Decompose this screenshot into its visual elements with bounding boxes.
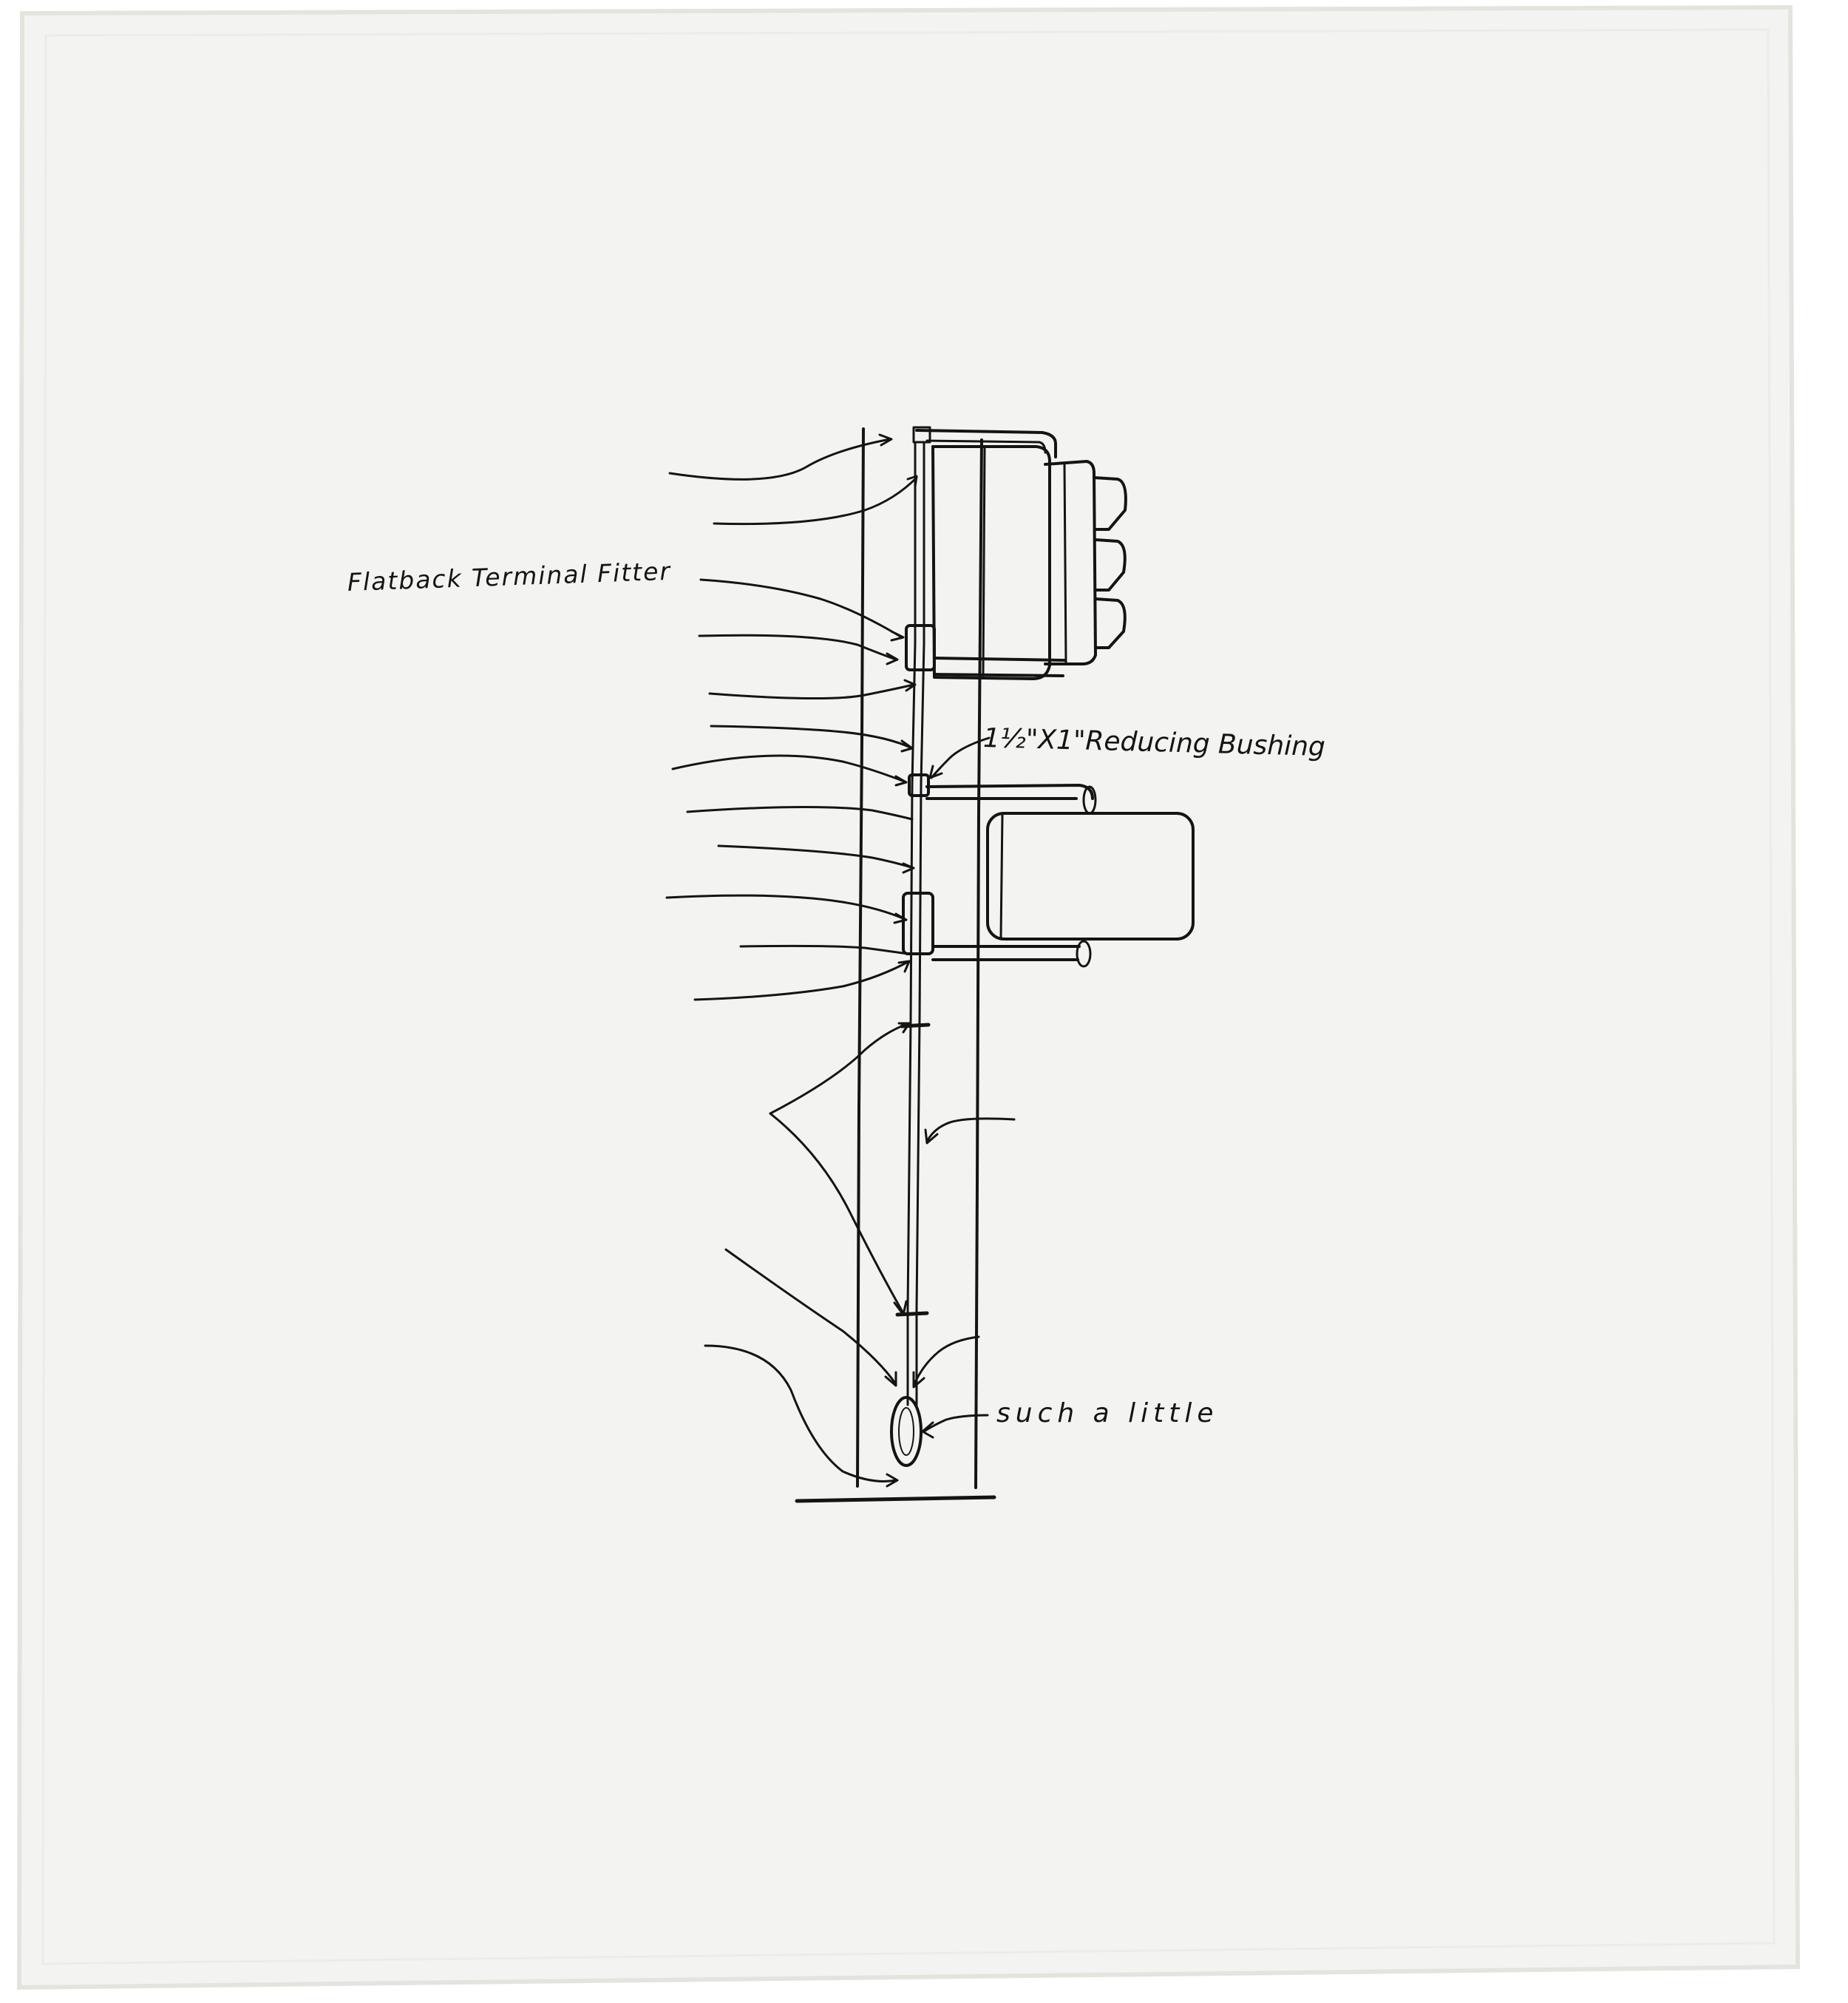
arrow-12 bbox=[769, 1022, 911, 1115]
pedestrian-signal-box bbox=[986, 812, 1195, 941]
visor-top bbox=[1093, 476, 1127, 531]
ped-box-side bbox=[999, 813, 1004, 939]
arrow-5 bbox=[710, 725, 914, 753]
ground-line bbox=[795, 1495, 996, 1503]
pole-left-edge bbox=[856, 427, 865, 1488]
lower-terminal-fitter bbox=[902, 892, 934, 955]
arrow-16 bbox=[912, 1335, 980, 1389]
arrow-3 bbox=[698, 634, 899, 665]
arrow-8 bbox=[717, 844, 915, 874]
arrow-11 bbox=[693, 960, 911, 1001]
conduit-top-cap bbox=[912, 426, 931, 444]
arrow-17 bbox=[704, 1344, 899, 1488]
arrow-4 bbox=[708, 679, 917, 700]
pole-right-edge bbox=[974, 438, 983, 1489]
ped-bracket-bottom bbox=[931, 945, 1081, 961]
arrow-9 bbox=[665, 894, 908, 924]
arrow-10 bbox=[739, 944, 909, 955]
signal-housing-divider bbox=[982, 447, 986, 677]
arrow-7 bbox=[686, 805, 914, 821]
wire-loop bbox=[890, 1396, 923, 1467]
arrow-flatback-leader bbox=[699, 578, 905, 642]
arrow-bushing-leader bbox=[928, 736, 991, 779]
cloth-panel bbox=[16, 4, 1801, 1990]
ped-bracket-cap-bottom bbox=[1076, 940, 1092, 968]
arrow-6 bbox=[671, 754, 908, 787]
arrow-18 bbox=[921, 1414, 989, 1439]
arrow-13 bbox=[769, 1112, 908, 1316]
visor-middle bbox=[1094, 538, 1127, 592]
signal-face bbox=[1044, 460, 1097, 665]
conduit bbox=[906, 442, 917, 1406]
conduit-edge bbox=[915, 442, 925, 1406]
cloth-hem bbox=[41, 28, 1776, 1965]
annotation-arrows bbox=[665, 433, 1016, 1488]
signal-face-edge bbox=[1063, 461, 1067, 664]
arrow-15 bbox=[724, 1248, 897, 1387]
signal-bracket-top bbox=[915, 429, 1057, 458]
visor-bottom bbox=[1094, 597, 1127, 649]
arrow-2 bbox=[713, 475, 918, 526]
label-such-a-little: such a little bbox=[996, 1398, 1219, 1428]
ped-bracket-top bbox=[925, 784, 1094, 800]
arrow-14 bbox=[924, 1117, 1016, 1145]
arrow-1 bbox=[668, 433, 893, 481]
wire-loop-inner bbox=[898, 1407, 914, 1456]
